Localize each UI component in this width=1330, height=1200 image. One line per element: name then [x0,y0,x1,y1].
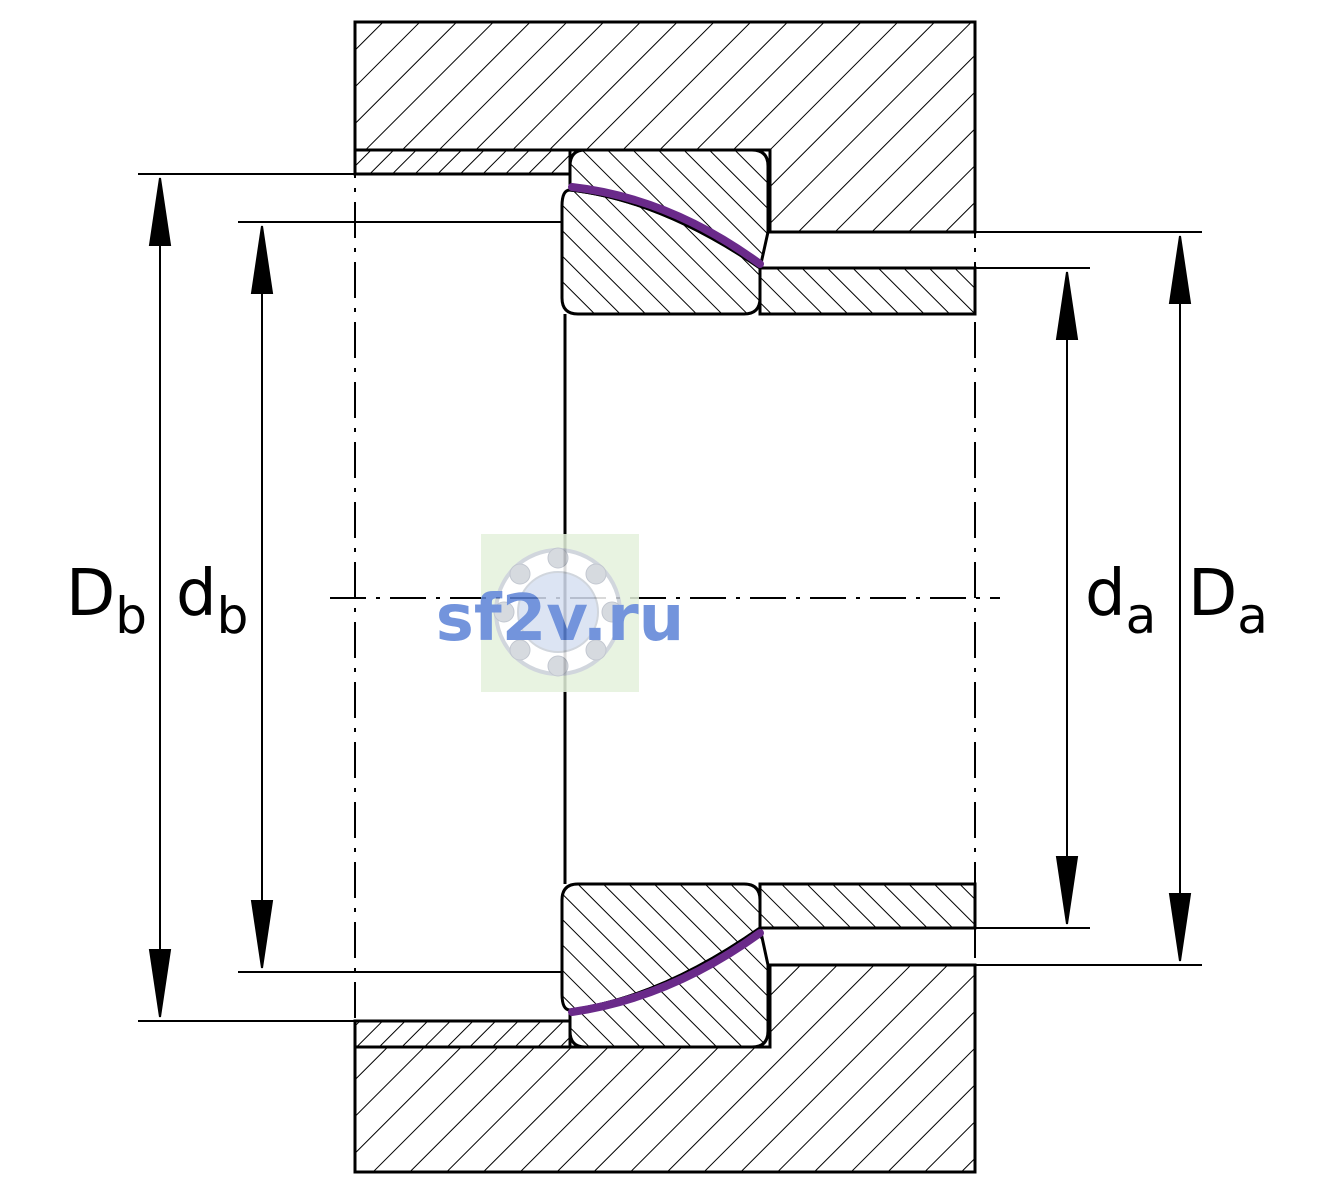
center-lines [330,22,1000,1172]
watermark-text: sf2v.ru [436,582,684,656]
seal-bottom [568,929,764,1016]
housing-shoulder-top [353,148,572,176]
shaft-spacer-top [758,266,977,316]
watermark: sf2v.ru [436,534,684,692]
dimension-db [250,225,274,969]
dimension-da [1055,271,1079,925]
label-Db: Db [66,557,147,645]
dimension-Da [1168,235,1192,962]
shaft-spacer-bottom [758,882,977,930]
dimension-Db [148,177,172,1018]
label-Da: Da [1188,557,1268,645]
ball-bearing-icon [493,547,623,677]
seal-top [568,183,764,268]
housing-shoulder-bottom [353,1019,572,1049]
label-db: db [176,557,248,645]
label-da: da [1085,557,1156,645]
extension-lines [138,173,1202,1022]
inner-ring-top [560,188,762,316]
